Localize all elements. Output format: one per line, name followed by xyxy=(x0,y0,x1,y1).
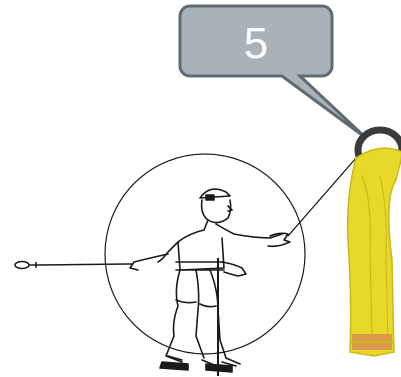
anchor-hook-icon xyxy=(15,262,40,269)
callout-number: 5 xyxy=(182,12,330,76)
lanyard-line-left xyxy=(40,264,132,265)
motion-range-circle xyxy=(105,154,305,354)
worker-figure xyxy=(130,189,290,372)
webbing-strap xyxy=(348,130,401,356)
lanyard-line-right xyxy=(288,158,356,236)
